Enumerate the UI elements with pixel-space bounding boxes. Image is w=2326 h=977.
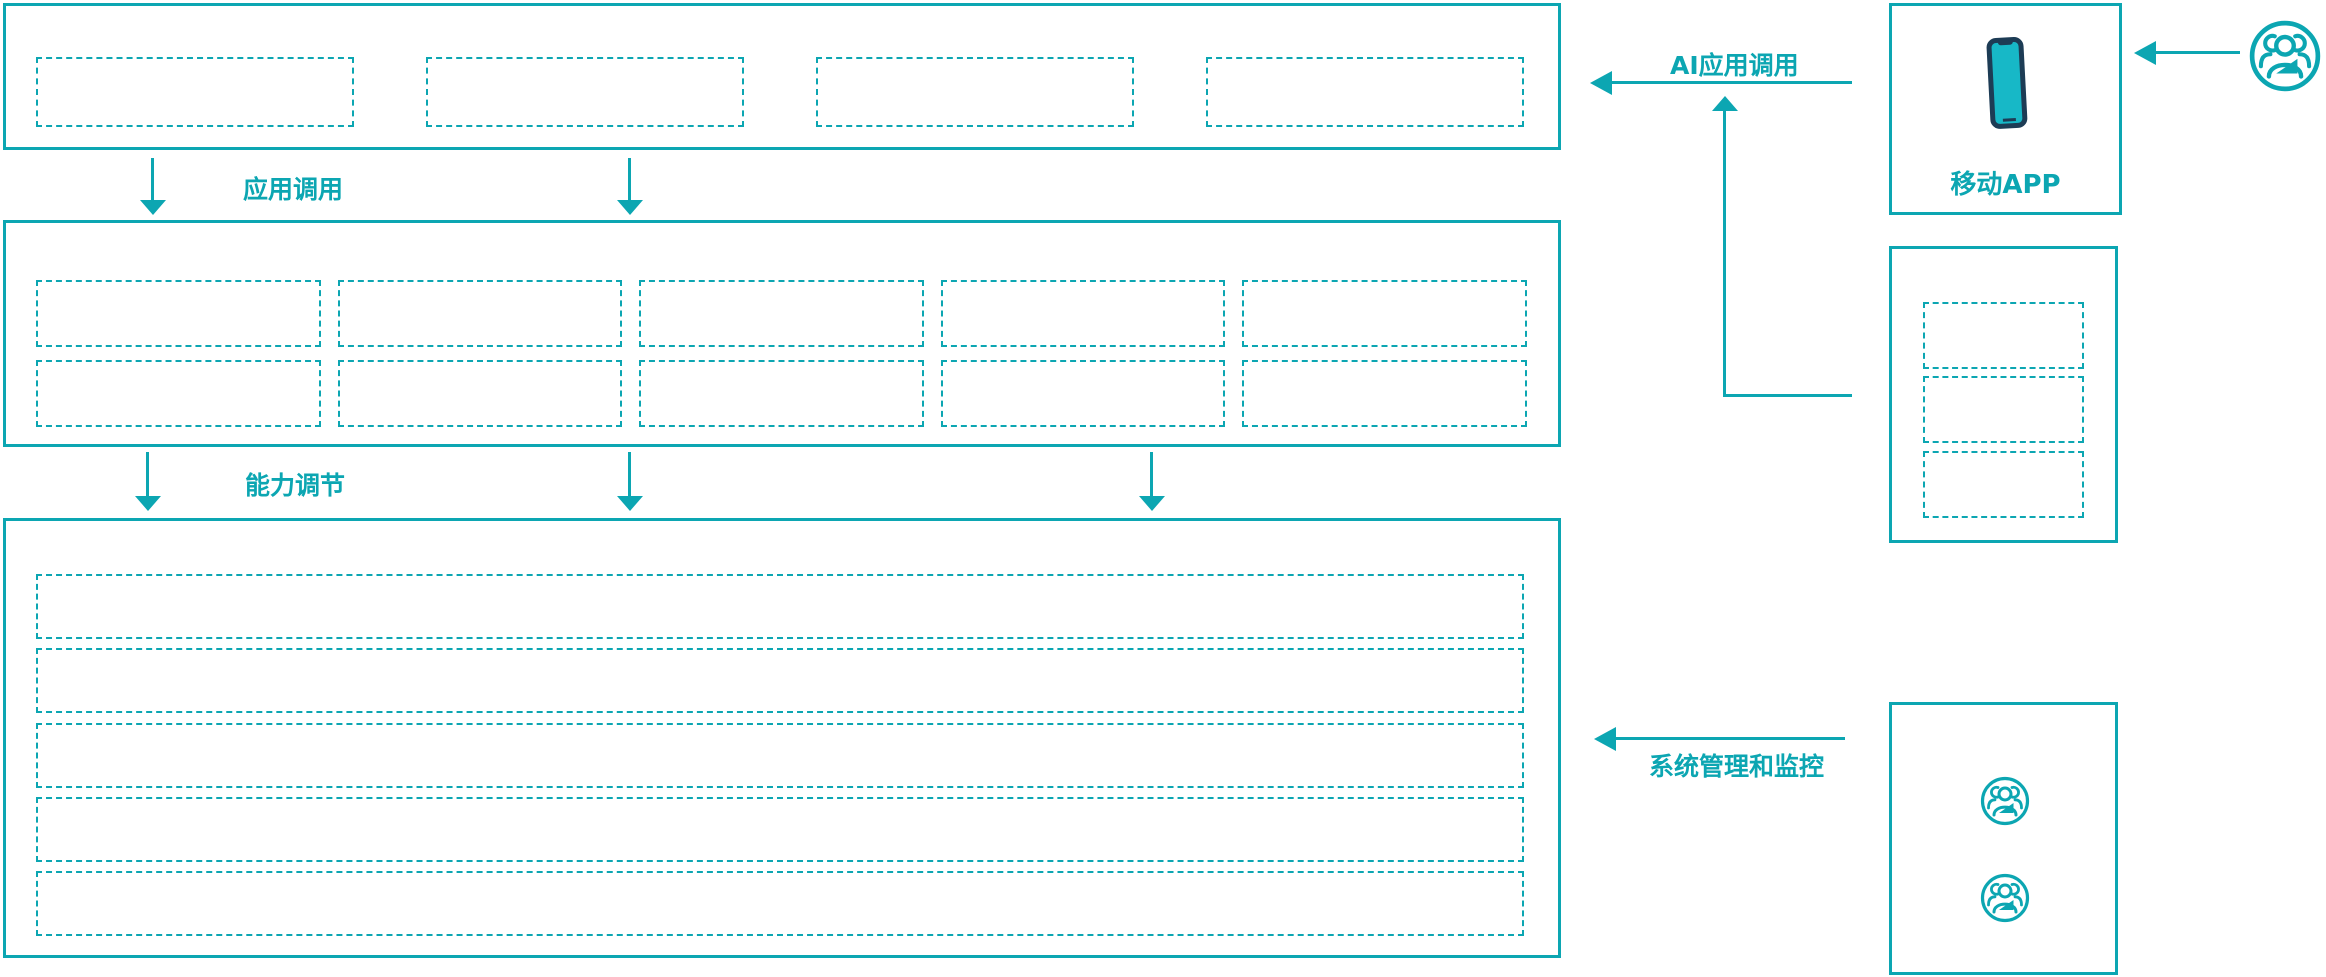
middle-layer-box xyxy=(3,220,1561,447)
capability-tuning-label: 能力调节 xyxy=(245,471,346,500)
middle-layer-placeholder xyxy=(1242,280,1527,347)
ai-app-call-label: AI应用调用 xyxy=(1670,51,1799,80)
arrow-capability-line-2 xyxy=(628,452,631,496)
middle-layer-placeholder xyxy=(940,360,1226,427)
middle-layer-placeholder xyxy=(1242,360,1527,427)
bottom-layer-placeholder xyxy=(36,723,1524,788)
arrow-capability-head-3 xyxy=(1139,496,1165,511)
bottom-layer-placeholder xyxy=(36,574,1524,639)
middle-layer-placeholder xyxy=(639,280,924,347)
bottom-layer-placeholder xyxy=(36,871,1524,936)
middle-layer-placeholder xyxy=(36,360,321,427)
mobile-app-label: 移动APP xyxy=(1950,170,2061,200)
admin-panel-placeholder xyxy=(1923,376,2084,443)
middle-layer-placeholder xyxy=(337,280,623,347)
arrow-ai-call-line xyxy=(1612,81,1852,84)
arrow-capability-head-1 xyxy=(135,496,161,511)
arrow-capability-line-1 xyxy=(146,452,149,496)
middle-layer-placeholder xyxy=(337,360,623,427)
admin-panel-placeholder xyxy=(1923,451,2084,518)
users-icon xyxy=(2249,20,2321,92)
top-layer-placeholder xyxy=(36,57,354,127)
middle-layer-placeholder xyxy=(36,280,321,347)
arrow-app-call-line-2 xyxy=(628,158,631,200)
bottom-layer-box xyxy=(3,518,1561,958)
arrow-app-call-head-2 xyxy=(617,200,643,215)
arrow-app-call-line-1 xyxy=(151,158,154,200)
top-layer-placeholder xyxy=(816,57,1134,127)
users-icon xyxy=(1980,873,2030,923)
arrow-app-call-head-1 xyxy=(140,200,166,215)
system-monitor-label: 系统管理和监控 xyxy=(1649,752,1825,781)
middle-layer-row xyxy=(36,280,1527,347)
smartphone-icon xyxy=(1986,37,2028,129)
bottom-layer-placeholder xyxy=(36,797,1524,862)
middle-layer-row xyxy=(36,360,1527,427)
mobile-app-panel: 移动APP xyxy=(1889,3,2122,215)
top-layer-placeholder xyxy=(1206,57,1524,127)
arrow-user-line xyxy=(2156,51,2240,54)
admin-panel-placeholder xyxy=(1923,302,2084,369)
bottom-layer-placeholder xyxy=(36,648,1524,713)
arrow-user-head xyxy=(2134,41,2156,65)
arrow-capability-head-2 xyxy=(617,496,643,511)
arrow-admin-up-head xyxy=(1712,96,1738,111)
arrow-monitor-line xyxy=(1616,737,1845,740)
arrow-monitor-head xyxy=(1594,727,1616,751)
top-layer-box xyxy=(3,3,1561,150)
users-icon xyxy=(1980,776,2030,826)
arrow-admin-elbow-line xyxy=(1723,394,1852,397)
middle-layer-placeholder xyxy=(940,280,1226,347)
arrow-ai-call-head xyxy=(1590,71,1612,95)
arrow-capability-line-3 xyxy=(1150,452,1153,496)
top-layer-placeholder xyxy=(426,57,744,127)
operator-panel xyxy=(1889,702,2118,975)
arrow-admin-up-line xyxy=(1723,111,1726,397)
admin-panel xyxy=(1889,246,2118,543)
middle-layer-placeholder xyxy=(639,360,924,427)
app-call-label: 应用调用 xyxy=(243,175,344,204)
